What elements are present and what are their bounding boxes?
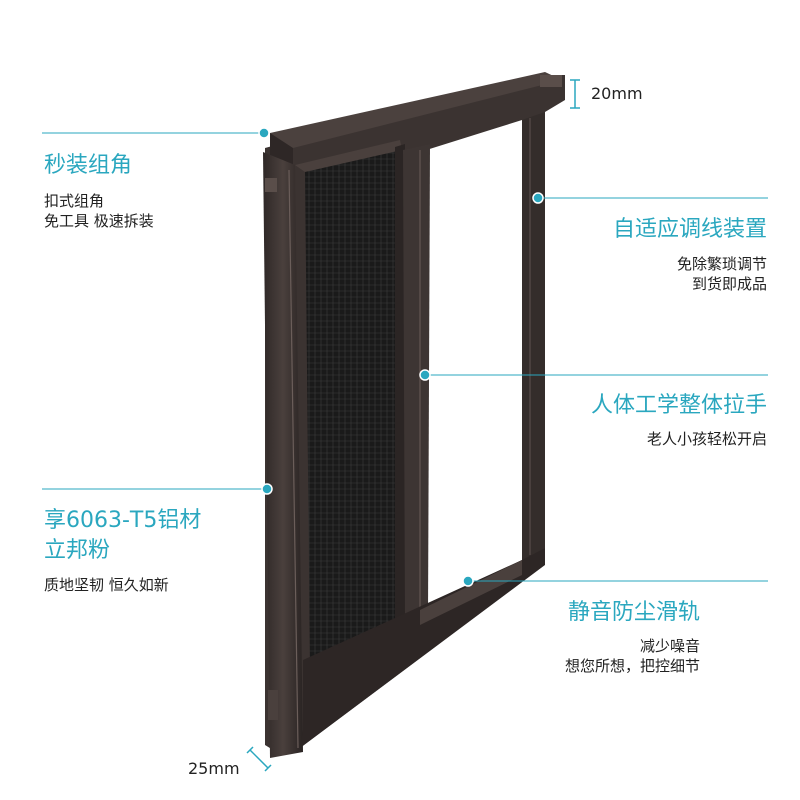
feature-desc-material-1: 质地坚韧 恒久如新 [44, 576, 169, 594]
callout-dot-adaptive [532, 192, 544, 204]
feature-title-rail: 静音防尘滑轨 [567, 600, 700, 625]
callout-dot-rail [462, 575, 474, 587]
dimension-label-bottom: 25mm [188, 759, 240, 778]
right-stile [522, 112, 545, 560]
top-rail [270, 72, 562, 148]
handle-stile [403, 144, 430, 622]
dimension-label-top: 20mm [591, 84, 643, 103]
feature-desc-handle-1: 老人小孩轻松开启 [646, 430, 767, 448]
feature-desc-adaptive-2: 到货即成品 [691, 275, 767, 293]
feature-title-material-1: 享6063-T5铝材 [44, 508, 202, 533]
glass-opening [420, 120, 522, 610]
dimension-marker-bottom [246, 746, 272, 772]
feature-title-material-2: 立邦粉 [44, 538, 111, 563]
feature-desc-corner-2: 免工具 极速拆装 [44, 212, 154, 230]
callout-dot-material [261, 483, 273, 495]
mesh-panel [305, 147, 395, 670]
feature-desc-rail-2: 想您所想，把控细节 [564, 657, 700, 675]
dimension-marker-top [570, 79, 580, 109]
feature-desc-adaptive-1: 免除繁琐调节 [676, 255, 767, 273]
bottom-rail [300, 548, 545, 748]
feature-title-adaptive: 自适应调线装置 [612, 217, 767, 242]
callout-dot-corner [258, 127, 270, 139]
feature-desc-corner-1: 扣式组角 [44, 192, 105, 210]
feature-desc-rail-1: 减少噪音 [639, 637, 700, 655]
callout-dot-handle [419, 369, 431, 381]
feature-title-corner: 秒装组角 [44, 153, 133, 178]
left-stile [263, 152, 303, 758]
feature-title-handle: 人体工学整体拉手 [590, 393, 767, 418]
